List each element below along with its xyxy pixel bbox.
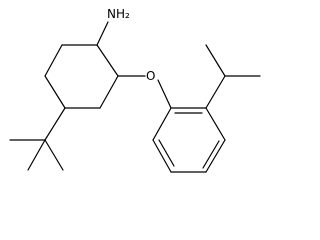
molecule-structure: NH₂ O [9,7,261,173]
aromatic-bond [205,107,226,141]
ring-bond [99,75,119,109]
benzene-ring [152,107,226,173]
tbutyl-methyl-bond [44,139,64,171]
ring-bond [44,75,66,109]
aromatic-double-bond [158,139,175,167]
amine-bond [96,21,109,46]
aromatic-bond [152,107,172,141]
cyclohexane-ring [44,44,119,109]
ether-bond-right [157,79,172,109]
ring-bond [96,44,119,77]
aromatic-double-bond [202,140,220,169]
isopropyl-group [205,44,261,109]
tbutyl-methyl-bond [27,139,46,171]
ring-bond [44,44,63,77]
ether-oxygen-label: O [146,69,155,83]
amine-label: NH₂ [107,7,130,21]
aromatic-bond [205,139,226,173]
tbutyl-bond [44,107,66,141]
aromatic-bond [152,139,172,173]
isopropyl-methyl-bond [205,44,226,77]
tert-butyl-group [9,107,66,171]
isopropyl-bond [205,75,226,109]
